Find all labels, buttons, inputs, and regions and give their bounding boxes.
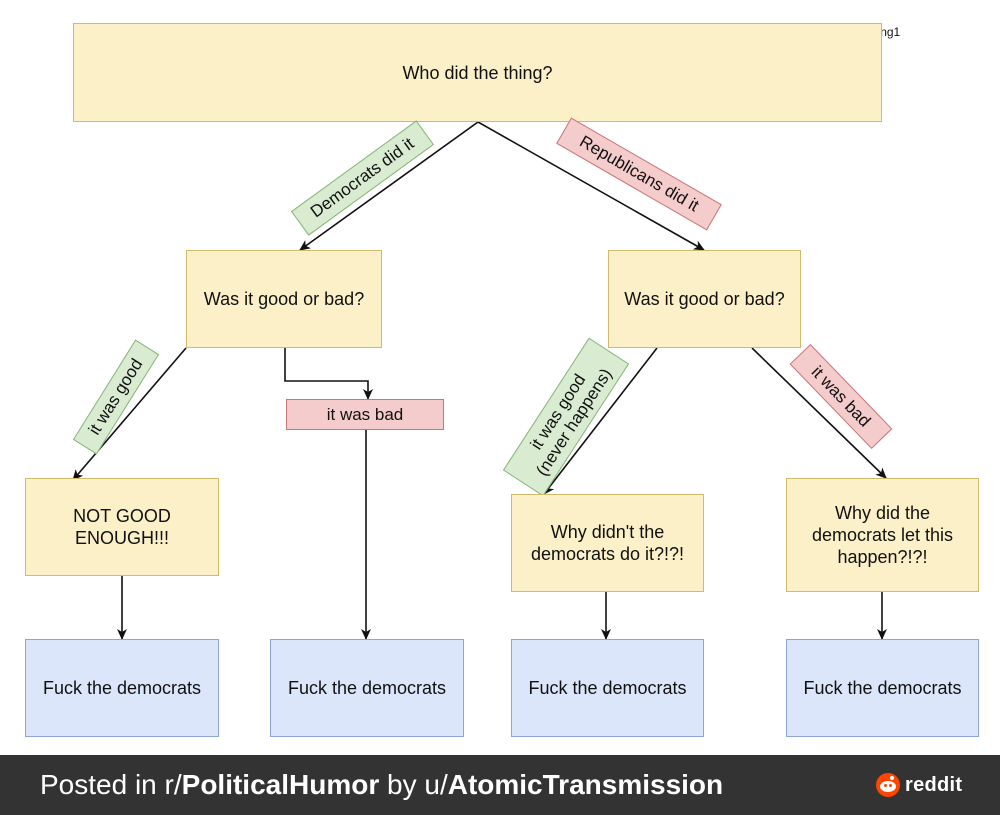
reddit-wordmark: reddit — [905, 773, 963, 796]
flowchart-image: @KnowN0thing1 Who did the thing? Democra… — [25, 23, 979, 737]
leaf-box-1: Fuck the democrats — [25, 639, 219, 737]
reddit-logo: reddit — [876, 773, 962, 797]
why-didnt-democrats-box: Why didn't the democrats do it?!?! — [511, 494, 704, 592]
posted-in-text: Posted in r/PoliticalHumor by u/AtomicTr… — [40, 769, 724, 800]
reddit-attribution-bar: Posted in r/PoliticalHumor by u/AtomicTr… — [0, 755, 1000, 815]
right-good-or-bad-box: Was it good or bad? — [608, 250, 801, 348]
left-good-or-bad-box: Was it good or bad? — [186, 250, 382, 348]
leaf-box-2: Fuck the democrats — [270, 639, 464, 737]
left-it-was-bad-label: it was bad — [286, 399, 444, 430]
not-good-enough-box: NOT GOOD ENOUGH!!! — [25, 478, 219, 576]
connector-lines — [72, 121, 887, 640]
leaf-box-3: Fuck the democrats — [511, 639, 704, 737]
username-link[interactable]: AtomicTransmission — [447, 769, 724, 800]
reddit-alien-icon — [876, 773, 900, 797]
root-question-text: Who did the thing? — [402, 62, 553, 83]
why-did-democrats-let-box: Why did the democrats let this happen?!?… — [786, 478, 979, 592]
subreddit-link[interactable]: PoliticalHumor — [181, 769, 380, 800]
root-question-box: Who did the thing? — [73, 23, 882, 122]
leaf-box-4: Fuck the democrats — [786, 639, 979, 737]
